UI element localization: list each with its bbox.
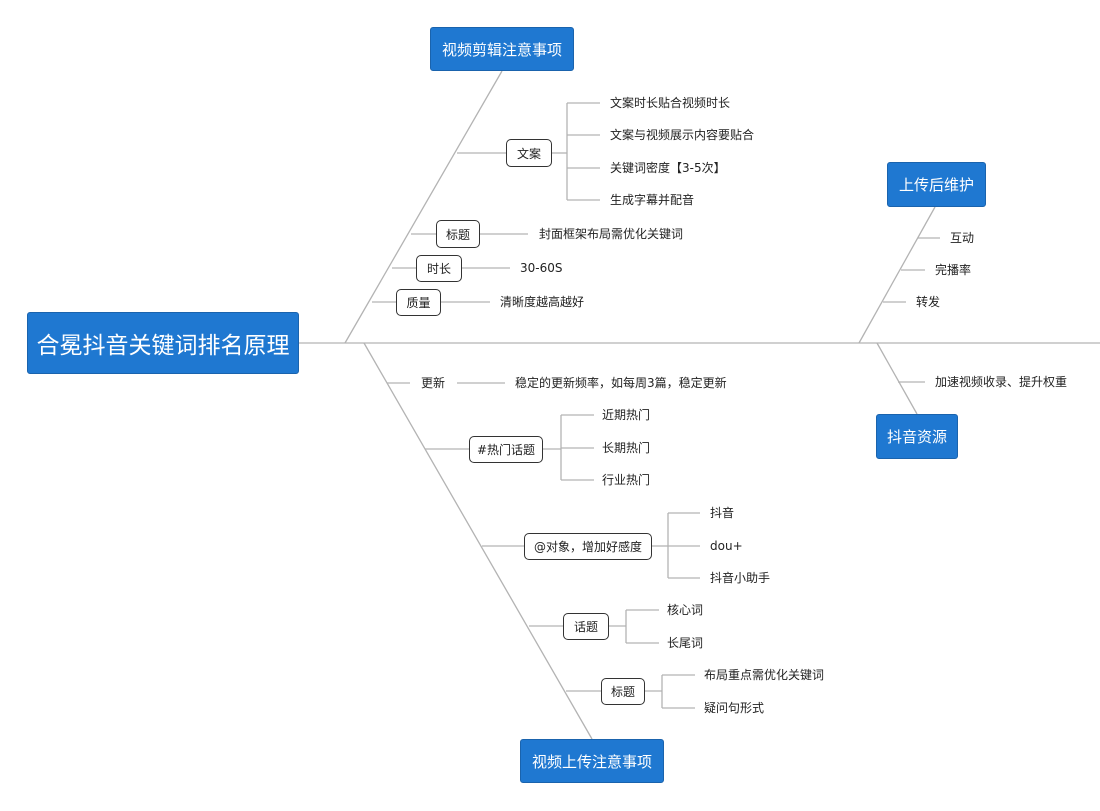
category-douyin-resources[interactable]: 抖音资源 bbox=[876, 414, 958, 459]
mention-item[interactable]: 抖音 bbox=[710, 506, 735, 520]
resource-item[interactable]: 加速视频收录、提升权重 bbox=[935, 375, 1068, 389]
subtopic-title[interactable]: 标题 bbox=[436, 220, 480, 248]
subtopic-upload-title[interactable]: 标题 bbox=[601, 678, 645, 705]
maintain-item[interactable]: 完播率 bbox=[935, 263, 972, 277]
maintain-item[interactable]: 转发 bbox=[916, 295, 941, 309]
subtopic-quality[interactable]: 质量 bbox=[396, 289, 441, 316]
maintain-item[interactable]: 互动 bbox=[950, 231, 975, 245]
topic-item[interactable]: 长尾词 bbox=[667, 636, 704, 650]
quality-detail[interactable]: 清晰度越高越好 bbox=[500, 295, 585, 309]
subtopic-topic[interactable]: 话题 bbox=[563, 613, 609, 640]
root-topic[interactable]: 合冕抖音关键词排名原理 bbox=[27, 312, 299, 374]
hot-topic-item[interactable]: 近期热门 bbox=[602, 408, 651, 422]
copy-item[interactable]: 文案与视频展示内容要贴合 bbox=[610, 128, 755, 142]
topic-item[interactable]: 核心词 bbox=[667, 603, 704, 617]
subtopic-duration[interactable]: 时长 bbox=[416, 255, 462, 282]
duration-detail[interactable]: 30-60S bbox=[520, 261, 563, 275]
category-video-edit[interactable]: 视频剪辑注意事项 bbox=[430, 27, 574, 71]
subtopic-mention[interactable]: @对象，增加好感度 bbox=[524, 533, 652, 560]
mention-item[interactable]: 抖音小助手 bbox=[710, 571, 771, 585]
copy-item[interactable]: 关键词密度【3-5次】 bbox=[610, 161, 726, 175]
copy-item[interactable]: 文案时长贴合视频时长 bbox=[610, 96, 731, 110]
update-detail[interactable]: 稳定的更新频率，如每周3篇，稳定更新 bbox=[515, 376, 727, 390]
hot-topic-item[interactable]: 长期热门 bbox=[602, 441, 651, 455]
mention-item[interactable]: dou+ bbox=[710, 539, 743, 553]
upload-title-item[interactable]: 布局重点需优化关键词 bbox=[704, 668, 825, 682]
upload-title-item[interactable]: 疑问句形式 bbox=[704, 701, 765, 715]
subtopic-update[interactable]: 更新 bbox=[421, 376, 446, 390]
subtopic-hot-topics[interactable]: #热门话题 bbox=[469, 436, 543, 463]
category-post-upload-maintenance[interactable]: 上传后维护 bbox=[887, 162, 986, 207]
hot-topic-item[interactable]: 行业热门 bbox=[602, 473, 651, 487]
category-video-upload[interactable]: 视频上传注意事项 bbox=[520, 739, 664, 783]
title-detail[interactable]: 封面框架布局需优化关键词 bbox=[539, 227, 684, 241]
subtopic-copywriting[interactable]: 文案 bbox=[506, 139, 552, 167]
copy-item[interactable]: 生成字幕并配音 bbox=[610, 193, 695, 207]
